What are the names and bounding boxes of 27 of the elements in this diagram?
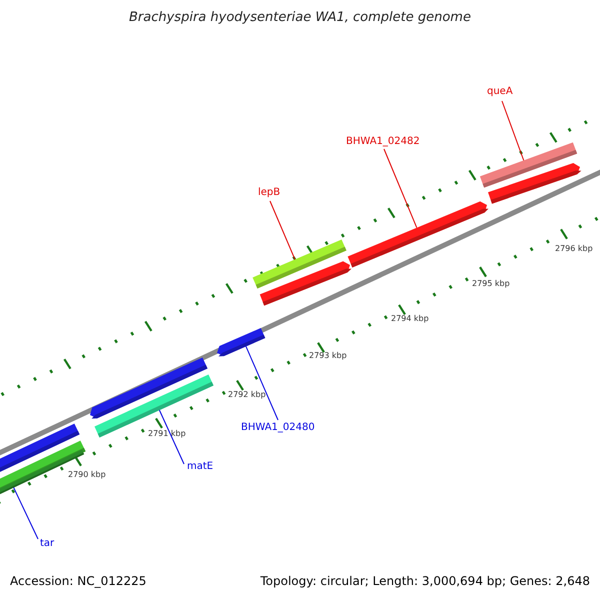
gene-label: matE — [187, 462, 214, 472]
gene-label: tar — [40, 539, 54, 549]
gene-feature — [348, 201, 488, 268]
tick-label: 2792 kbp — [228, 391, 266, 399]
gene-feature — [94, 374, 214, 438]
tick-label: 2794 kbp — [391, 315, 429, 323]
tick-label: 2791 kbp — [148, 430, 186, 438]
tick-label: 2790 kbp — [68, 471, 106, 479]
gene-label: BHWA1_02482 — [346, 137, 420, 147]
title: Brachyspira hyodysenteriae WA1, complete genome — [128, 11, 472, 24]
gene-feature — [252, 240, 346, 288]
leader-line — [502, 100, 524, 161]
gene-label: lepB — [258, 188, 280, 198]
leader-line — [246, 346, 278, 420]
gene-label: BHWA1_02480 — [241, 423, 315, 433]
footer-text: Accession: NC_012225 — [10, 575, 146, 587]
leader-line — [158, 410, 184, 464]
leader-line — [384, 148, 418, 228]
tick-label: 2795 kbp — [472, 280, 510, 288]
tick-label: 2796 kbp — [555, 245, 593, 253]
tick-label: 2793 kbp — [309, 352, 347, 360]
gene-label: queA — [487, 87, 513, 97]
gene-feature — [217, 328, 266, 356]
leader-line — [270, 200, 296, 260]
leader-line — [13, 487, 38, 540]
gene-feature — [480, 142, 578, 188]
footer-text: Topology: circular; Length: 3,000,694 bp; Genes: 2,648 — [260, 575, 590, 587]
